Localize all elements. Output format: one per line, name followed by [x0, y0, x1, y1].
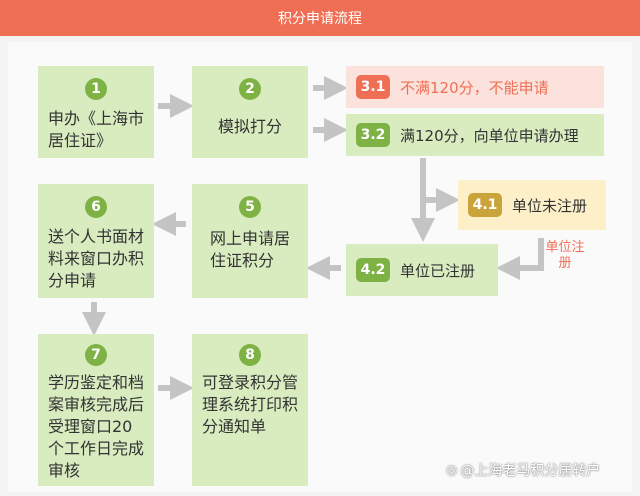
step-5-number: 5: [239, 196, 261, 218]
watermark: ◎ @上海老马积分居转户: [446, 460, 600, 480]
step-7-box: 7 学历鉴定和档案审核完成后受理窗口20个工作日完成审核: [38, 334, 154, 486]
step-2-number: 2: [239, 78, 261, 100]
step-4-1-box: 4.1 单位未注册: [458, 180, 606, 230]
step-4-2-text: 单位已注册: [400, 261, 476, 280]
step-2-text: 模拟打分: [217, 117, 282, 136]
step-4-2-box: 4.2 单位已注册: [346, 244, 498, 296]
step-3-1-tag: 3.1: [356, 75, 390, 99]
weibo-icon: ◎: [446, 462, 458, 478]
unit-register-label: 单位注册: [545, 240, 585, 271]
step-4-1-text: 单位未注册: [512, 196, 588, 215]
step-1-box: 1 申办《上海市居住证》: [38, 66, 154, 158]
step-4-1-tag: 4.1: [468, 193, 502, 217]
step-5-text: 网上申请居住证积分: [210, 229, 291, 270]
step-3-2-text: 满120分，向单位申请办理: [400, 126, 579, 145]
page-title: 积分申请流程: [278, 11, 362, 27]
step-6-number: 6: [85, 196, 107, 218]
step-6-text: 送个人书面材料来窗口办积分申请: [48, 227, 145, 290]
step-3-1-text: 不满120分，不能申请: [400, 78, 549, 97]
step-6-box: 6 送个人书面材料来窗口办积分申请: [38, 184, 154, 298]
arrow-4-1-to-4-2: [496, 238, 544, 280]
step-8-number: 8: [239, 344, 261, 366]
step-1-text: 申办《上海市居住证》: [48, 109, 145, 150]
step-8-box: 8 可登录积分管理系统打印积分通知单: [192, 334, 308, 486]
step-5-box: 5 网上申请居住证积分: [192, 184, 308, 298]
step-8-text: 可登录积分管理系统打印积分通知单: [202, 373, 299, 436]
step-2-box: 2 模拟打分: [192, 66, 308, 158]
step-7-text: 学历鉴定和档案审核完成后受理窗口20个工作日完成审核: [48, 373, 145, 480]
step-3-2-box: 3.2 满120分，向单位申请办理: [346, 114, 604, 156]
watermark-text: @上海老马积分居转户: [460, 463, 601, 479]
page-title-bar: 积分申请流程: [0, 0, 640, 36]
step-1-number: 1: [85, 78, 107, 100]
step-3-1-box: 3.1 不满120分，不能申请: [346, 66, 604, 108]
step-3-2-tag: 3.2: [356, 123, 390, 147]
step-4-2-tag: 4.2: [356, 258, 390, 282]
step-7-number: 7: [85, 344, 107, 366]
